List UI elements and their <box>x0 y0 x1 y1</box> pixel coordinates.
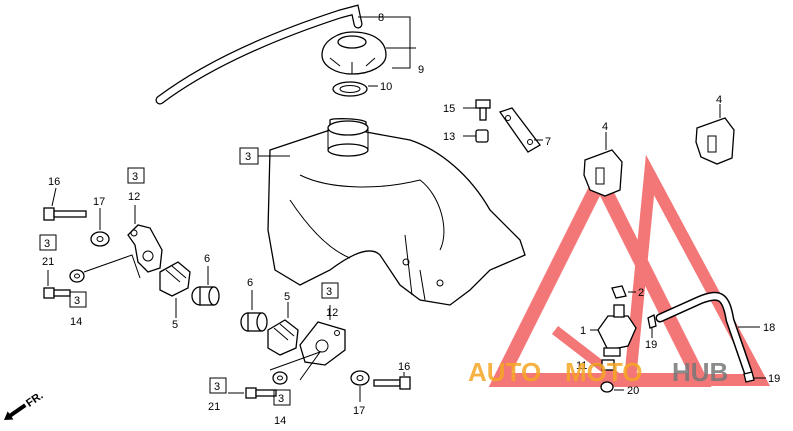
clip-19-lower <box>743 371 766 383</box>
watermark-logo <box>488 154 771 387</box>
label-16-center: 16 <box>398 361 410 373</box>
front-arrow-label: FR. <box>24 390 45 410</box>
label-14-left: 14 <box>70 316 82 328</box>
label-16-left: 16 <box>48 176 60 188</box>
label-12-center: 12 <box>326 307 338 319</box>
label-21-left: 21 <box>42 256 54 268</box>
label-15: 15 <box>443 103 455 115</box>
label-20: 20 <box>627 385 639 397</box>
box-3-left-top <box>127 167 145 184</box>
fuel-valve-1 <box>590 304 637 357</box>
watermark-hub: HUB <box>672 357 728 387</box>
label-6-center: 6 <box>247 277 253 289</box>
collar-6-center <box>240 290 268 332</box>
bolt-21-center <box>228 387 277 399</box>
leader-12-left-arrows <box>83 254 141 279</box>
clip-2 <box>611 285 636 299</box>
leader-8-9-10 <box>358 16 416 87</box>
front-direction-arrow: FR. <box>4 390 45 420</box>
bolt-15 <box>463 99 491 121</box>
watermark-moto: MOTO <box>565 357 643 387</box>
box-3-tank <box>239 147 290 165</box>
label-1: 1 <box>580 325 586 337</box>
washer-17-center <box>350 370 370 402</box>
label-4b: 4 <box>716 94 722 106</box>
label-3-left-21: 3 <box>44 238 50 250</box>
label-4a: 4 <box>602 121 608 133</box>
box-3-center-top <box>321 282 339 299</box>
fuel-cap <box>321 31 387 75</box>
label-10: 10 <box>380 81 392 93</box>
cap-gasket <box>332 81 368 97</box>
box-3-left-14 <box>69 291 87 308</box>
washer-17-left <box>90 208 110 247</box>
screw-20 <box>600 381 624 393</box>
label-6-left: 6 <box>204 253 210 265</box>
label-7: 7 <box>545 136 551 148</box>
bolt-16-center <box>373 372 411 390</box>
breather-hose <box>155 4 363 105</box>
label-19-lower: 19 <box>768 373 780 385</box>
label-3-center-21: 3 <box>214 381 220 393</box>
watermark-auto: AUTO <box>468 357 541 387</box>
bolt-21-left <box>43 287 71 299</box>
bracket-12-center <box>299 305 346 366</box>
label-3-left-top: 3 <box>132 171 138 183</box>
label-14-center: 14 <box>274 415 286 427</box>
label-13: 13 <box>443 131 455 143</box>
label-17-left: 17 <box>93 196 105 208</box>
drain-11 <box>594 359 615 371</box>
washer-14-left <box>69 269 85 283</box>
label-3-tank: 3 <box>245 151 251 163</box>
box-3-center-14 <box>273 389 291 406</box>
leader-12-center-arrows <box>269 350 322 381</box>
label-12-left: 12 <box>128 191 140 203</box>
label-17-center: 17 <box>353 405 365 417</box>
rubber-mount-4b <box>695 104 735 165</box>
label-21-center: 21 <box>208 401 220 413</box>
collar-6-left <box>191 266 220 306</box>
label-11: 11 <box>576 360 587 372</box>
washer-14-center <box>272 371 288 385</box>
label-3-left-14: 3 <box>74 295 80 307</box>
rubber-5-center <box>267 302 299 356</box>
bolt-16-left <box>43 187 87 221</box>
label-5-left: 5 <box>172 319 178 331</box>
clip-19-upper <box>647 314 657 338</box>
label-8: 8 <box>378 12 384 24</box>
label-2: 2 <box>638 287 644 299</box>
label-3-center-14: 3 <box>278 393 284 405</box>
rubber-mount-4a <box>583 132 623 197</box>
box-3-center-21 <box>209 377 227 394</box>
label-18: 18 <box>763 322 775 334</box>
watermark-text: AUTO MOTO HUB <box>468 357 728 387</box>
label-3-center-top: 3 <box>326 286 332 298</box>
fuel-hose-18 <box>655 291 760 377</box>
rubber-5-left <box>159 261 191 297</box>
label-9: 9 <box>418 64 424 76</box>
bracket-12-left <box>127 205 163 273</box>
box-3-left-21 <box>39 234 57 251</box>
label-19-upper: 19 <box>645 339 657 351</box>
nut-13 <box>463 129 489 143</box>
label-5-center: 5 <box>284 291 290 303</box>
fuel-tank <box>267 118 526 306</box>
tank-bracket-7 <box>498 107 543 153</box>
